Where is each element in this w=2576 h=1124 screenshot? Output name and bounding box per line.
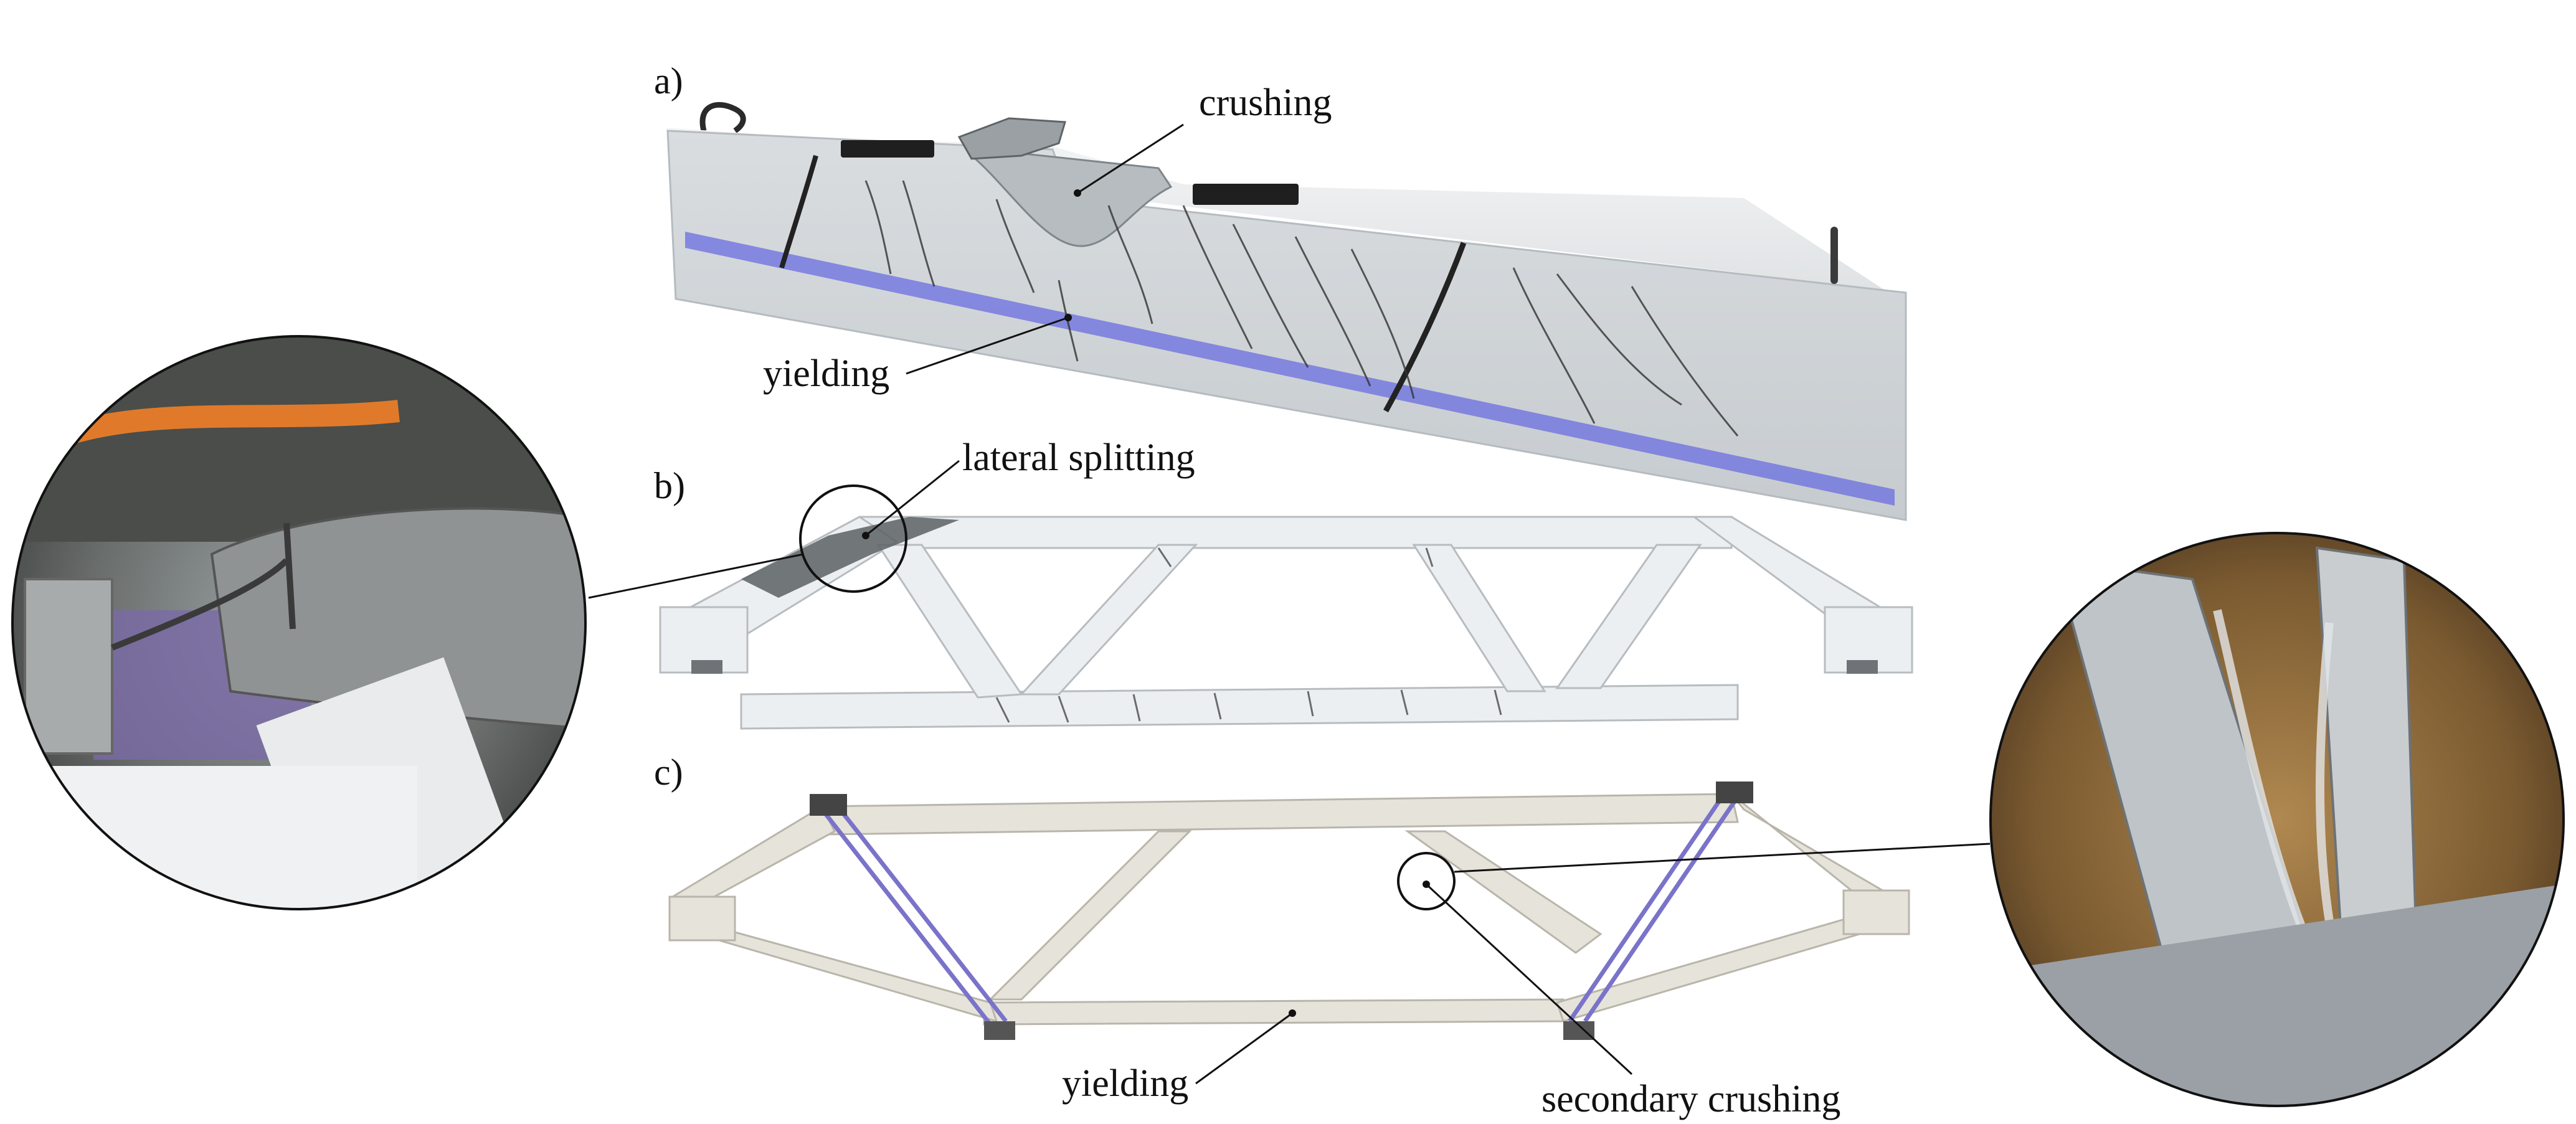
zoom-connector-left bbox=[588, 553, 804, 599]
panel-c-label: c) bbox=[654, 752, 683, 793]
annotation-dot bbox=[1423, 881, 1430, 888]
end-block-left bbox=[668, 895, 736, 942]
top-chord bbox=[821, 793, 1739, 836]
anchor-plate-icon bbox=[810, 794, 847, 816]
concrete-beam bbox=[666, 117, 1907, 521]
secondary-crushing-label: secondary crushing bbox=[1541, 1078, 1840, 1120]
orange-strap bbox=[59, 400, 400, 447]
zoom-connector-right bbox=[1454, 843, 1991, 873]
zoom-marker-b bbox=[799, 484, 907, 593]
crack-pattern-b bbox=[995, 547, 1502, 723]
web-diagonal-2 bbox=[1019, 544, 1198, 696]
annotation-line bbox=[865, 460, 960, 537]
panel-b: b) bbox=[588, 437, 1913, 730]
web-diagonal-4 bbox=[1555, 544, 1702, 689]
annotation-dot bbox=[1289, 1009, 1296, 1017]
annotation-line bbox=[906, 316, 1069, 375]
zoom-marker-c bbox=[1397, 852, 1456, 910]
wire-bundle bbox=[779, 154, 818, 269]
end-block-right bbox=[1842, 889, 1910, 935]
detail-photo-left bbox=[12, 336, 585, 909]
bearing-plate-icon bbox=[691, 660, 722, 674]
exposed-rebar bbox=[111, 522, 296, 651]
yielding-a-label: yielding bbox=[763, 352, 889, 395]
anchor-plate-icon bbox=[984, 1021, 1015, 1040]
strain-gauge-icon bbox=[841, 140, 934, 158]
strain-gauge-icon bbox=[1193, 184, 1299, 205]
web-diagonal-1 bbox=[988, 830, 1192, 1001]
bearing-plate-icon bbox=[1847, 660, 1878, 674]
rebar-band bbox=[685, 232, 1895, 506]
annotation-dot bbox=[862, 532, 869, 539]
anchor-plate-icon bbox=[1716, 782, 1753, 803]
web-diagonal-1 bbox=[876, 544, 1023, 699]
concrete-stub bbox=[24, 578, 113, 755]
panel-b-label: b) bbox=[654, 465, 685, 506]
panel-a: a) bbox=[654, 60, 1907, 521]
annotation-dot bbox=[1064, 314, 1072, 321]
crushed-debris bbox=[957, 117, 1066, 160]
broken-concrete-member bbox=[210, 507, 585, 730]
panel-c: c) yielding bbox=[654, 752, 1991, 1120]
top-chord bbox=[858, 516, 1733, 549]
annotation-dot bbox=[1074, 189, 1081, 197]
tie-rods bbox=[820, 786, 1746, 1026]
tie-rod-left-2 bbox=[836, 805, 1008, 1023]
tie-rod-right-2 bbox=[1583, 786, 1746, 1022]
annotation-yielding-c: yielding bbox=[1062, 1009, 1296, 1105]
yielding-c-label: yielding bbox=[1062, 1062, 1188, 1105]
broken-diagonal bbox=[1404, 830, 1603, 954]
annotation-yielding-a: yielding bbox=[763, 314, 1072, 395]
crushing-zone bbox=[970, 148, 1173, 247]
tie-rod-right-1 bbox=[1568, 786, 1730, 1022]
crack-pattern bbox=[864, 180, 1739, 437]
bottom-chord bbox=[740, 684, 1739, 730]
lateral-splitting-label: lateral splitting bbox=[962, 437, 1195, 479]
tie-rod-left-1 bbox=[820, 808, 992, 1026]
detail-photo-right-frame bbox=[1989, 532, 2565, 1107]
bottom-chord bbox=[983, 998, 1565, 1026]
white-slab bbox=[12, 766, 417, 909]
splitting-damage bbox=[741, 517, 959, 598]
end-diagonal-left bbox=[671, 805, 836, 910]
annotation-splitting: lateral splitting bbox=[862, 437, 1195, 539]
annotation-crushing: crushing bbox=[1074, 82, 1332, 197]
fiber-fracture bbox=[2213, 609, 2334, 936]
annotation-line bbox=[1077, 123, 1184, 194]
detail-photo-right bbox=[1991, 533, 2564, 1106]
annotation-line bbox=[1195, 1012, 1293, 1085]
panel-a-label: a) bbox=[654, 60, 683, 102]
web-diagonal-3 bbox=[1412, 544, 1546, 692]
annotation-line bbox=[1425, 883, 1633, 1075]
base-slab bbox=[1991, 884, 2564, 1106]
wire-bundle bbox=[1383, 242, 1467, 413]
detail-photo-left-frame bbox=[11, 335, 587, 910]
annotation-secondary: secondary crushing bbox=[1423, 881, 1840, 1120]
crushing-label: crushing bbox=[1199, 82, 1332, 124]
uhpc-truss-b bbox=[659, 516, 1913, 730]
uhpc-truss-c bbox=[668, 793, 1910, 1026]
rebar-hook-icon bbox=[699, 102, 746, 133]
